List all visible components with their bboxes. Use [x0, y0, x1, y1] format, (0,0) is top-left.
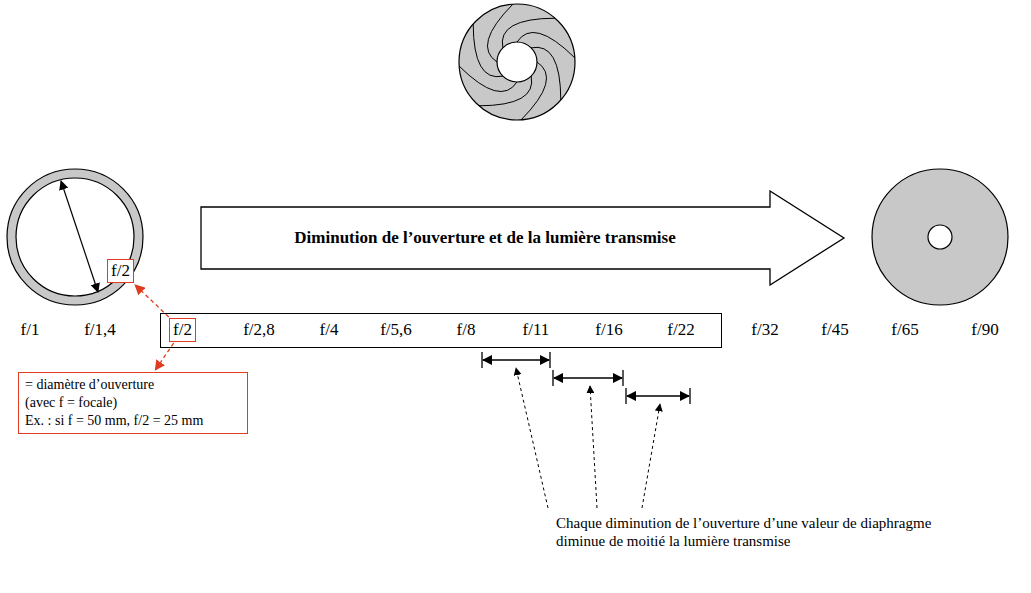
f-number: f/8 [457, 320, 476, 340]
stop-brackets [482, 352, 690, 404]
f-number: f/22 [667, 320, 694, 340]
f-number: f/4 [320, 320, 339, 340]
note-box: = diamètre d’ouverture (avec f = focale)… [18, 372, 248, 434]
f-number: f/90 [971, 320, 998, 340]
f-number: f/11 [523, 320, 550, 340]
note-text: = diamètre d’ouverture (avec f = focale) [25, 376, 175, 412]
f-number-band: f/2,8 f/4 f/5,6 f/8 f/11 f/16 f/22 f/2 [160, 313, 722, 348]
f-number: f/1 [21, 320, 40, 340]
f-number: f/32 [751, 320, 778, 340]
f-number: f/2,8 [243, 320, 275, 340]
note-text: Chaque diminution de l’ouverture d’une v… [556, 514, 976, 550]
arrow-text: Diminution de l’ouverture et de la lumiè… [294, 228, 675, 248]
f-number: f/16 [595, 320, 622, 340]
f-number: f/5,6 [380, 320, 412, 340]
f-number: f/45 [821, 320, 848, 340]
aperture-label-box: f/2 [107, 259, 134, 283]
f-number: f/1,4 [84, 320, 116, 340]
selected-f-number-box: f/2 [169, 318, 196, 342]
note-text: Ex. : si f = 50 mm, f/2 = 25 mm [25, 412, 241, 430]
wide-aperture [7, 169, 143, 305]
f-number: f/65 [891, 320, 918, 340]
f-number: f/2 [111, 261, 130, 280]
arrow-shape: Diminution de l’ouverture et de la lumiè… [200, 190, 846, 286]
narrow-aperture [872, 169, 1008, 305]
f-number: f/2 [173, 320, 192, 339]
iris-diaphragm [459, 4, 575, 120]
leader-arrows [516, 368, 660, 508]
